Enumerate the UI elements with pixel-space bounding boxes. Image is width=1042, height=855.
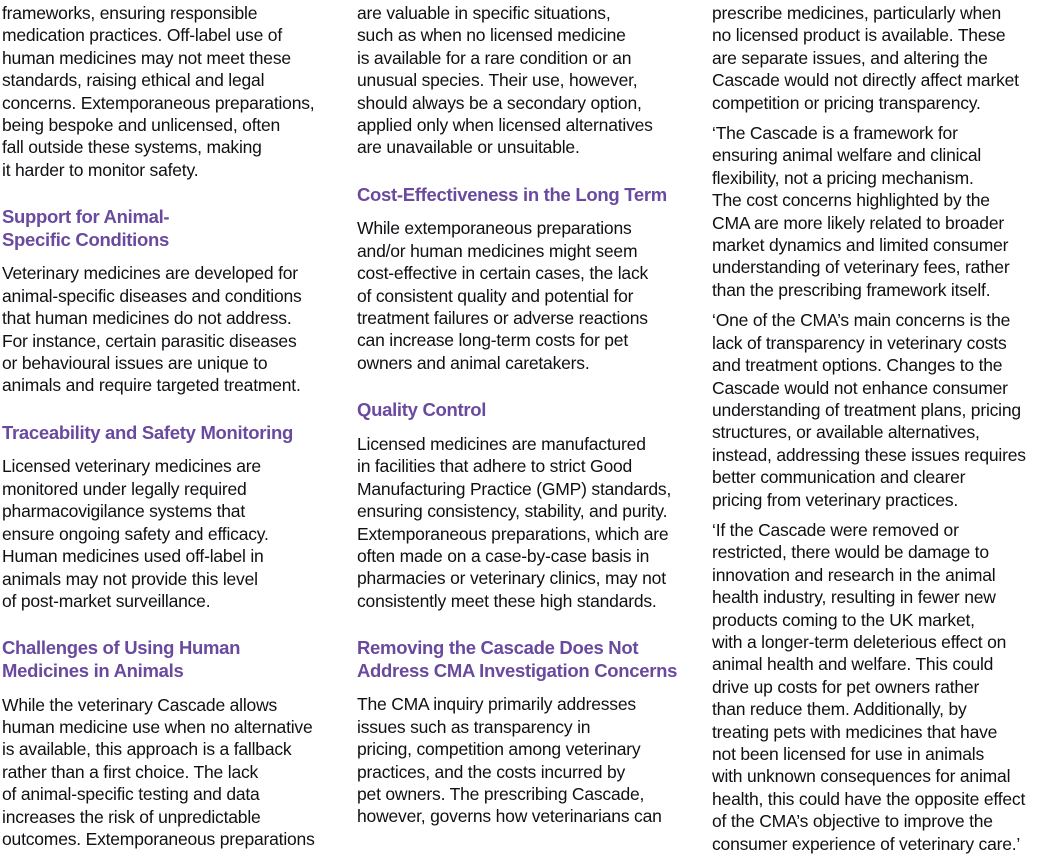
paragraph: Licensed medicines are manufactured in f… bbox=[357, 433, 672, 611]
paragraph: Veterinary medicines are developed for a… bbox=[2, 263, 302, 396]
text-column-left: frameworks, ensuring responsible medicat… bbox=[2, 2, 332, 849]
paragraph: frameworks, ensuring responsible medicat… bbox=[2, 3, 315, 180]
paragraph-quote-cma-transparency: ‘One of the CMA’s main concerns is the l… bbox=[712, 310, 1026, 510]
heading-support-animal-specific: Support for Animal- Specific Conditions bbox=[2, 206, 170, 250]
heading-cost-effectiveness-long-term: Cost-Effectiveness in the Long Term bbox=[357, 183, 667, 205]
heading-traceability-safety-monitoring: Traceability and Safety Monitoring bbox=[2, 421, 293, 443]
heading-quality-control: Quality Control bbox=[357, 399, 487, 421]
paragraph: The CMA inquiry primarily addresses issu… bbox=[357, 694, 662, 827]
heading-removing-cascade-cma-concerns: Removing the Cascade Does Not Address CM… bbox=[357, 637, 678, 681]
paragraph-quote-cascade-removal-impact: ‘If the Cascade were removed or restrict… bbox=[712, 519, 1026, 854]
paragraph: are valuable in specific situations, suc… bbox=[357, 3, 653, 158]
heading-challenges-human-medicines: Challenges of Using Human Medicines in A… bbox=[2, 637, 241, 681]
paragraph: While extemporaneous preparations and/or… bbox=[357, 218, 649, 373]
paragraph: prescribe medicines, particularly when n… bbox=[712, 3, 1019, 113]
paragraph-quote-cascade-framework: ‘The Cascade is a framework for ensuring… bbox=[712, 123, 1010, 300]
paragraph: While the veterinary Cascade allows huma… bbox=[2, 694, 315, 849]
text-column-middle: are valuable in specific situations, suc… bbox=[357, 2, 687, 846]
text-column-right: prescribe medicines, particularly when n… bbox=[712, 2, 1042, 854]
paragraph: Licensed veterinary medicines are monito… bbox=[2, 456, 269, 611]
